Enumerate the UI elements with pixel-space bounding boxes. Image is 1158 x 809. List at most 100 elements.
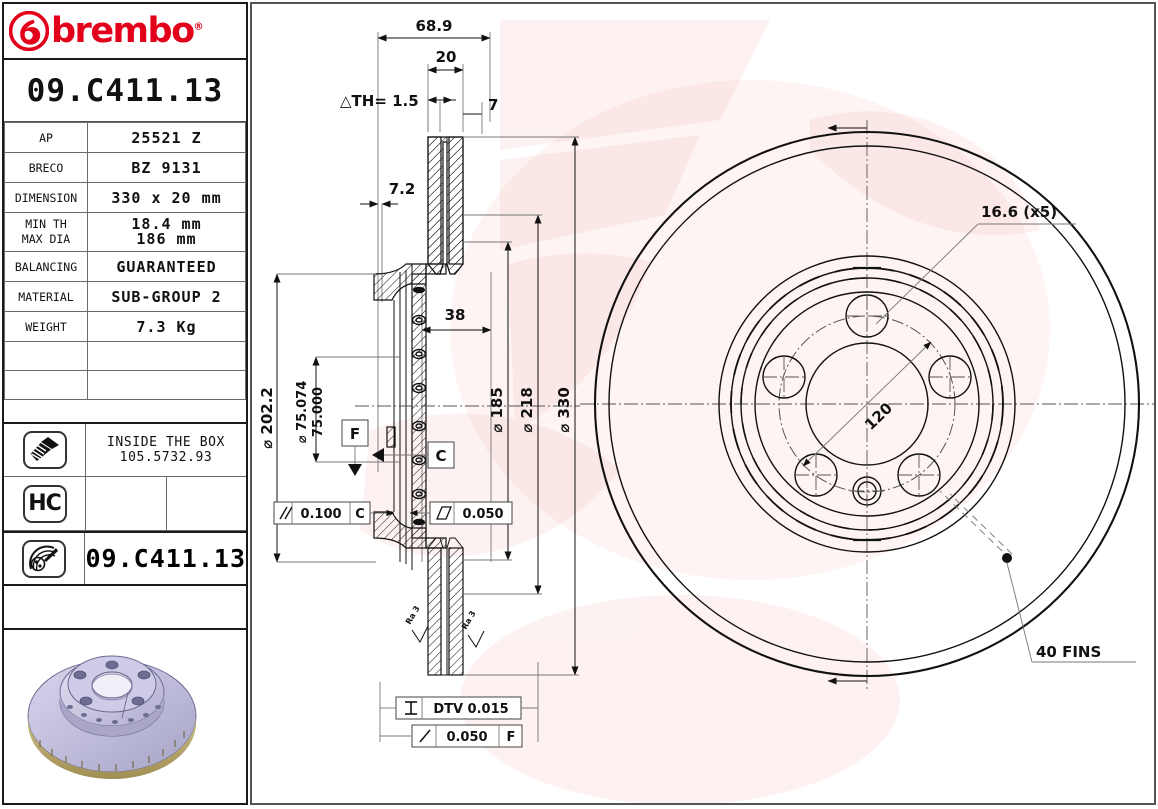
disc-outer-circle bbox=[593, 130, 1141, 678]
spec-value: GUARANTEED bbox=[87, 251, 246, 282]
screw-icon bbox=[22, 431, 67, 469]
hc-icon-cell: HC bbox=[4, 477, 86, 530]
spec-value: 25521 Z bbox=[87, 122, 246, 153]
dim-label: ⌀ 218 bbox=[518, 387, 536, 433]
tolerance-parallelism: 0.100 C bbox=[273, 501, 395, 525]
tolerance-value: DTV 0.015 bbox=[433, 702, 508, 717]
spec-value: 330 x 20 mm bbox=[87, 182, 246, 213]
dim-label: 68.9 bbox=[415, 17, 452, 35]
tolerance-datum: C bbox=[355, 507, 365, 522]
hc-row: HC bbox=[4, 477, 246, 531]
spec-key bbox=[4, 370, 88, 400]
surface-finish-label: Ra 3 bbox=[404, 604, 422, 626]
callout-label: 40 FINS bbox=[1036, 643, 1101, 661]
spec-key: MIN TH bbox=[25, 217, 67, 231]
dim-label: △TH= 1.5 bbox=[340, 92, 419, 110]
spec-key: BALANCING bbox=[4, 251, 88, 282]
bolt-hole bbox=[762, 355, 806, 399]
tolerance-datum: F bbox=[507, 730, 516, 745]
hat-outer-circle bbox=[718, 255, 1016, 553]
accessory-text-cell: INSIDE THE BOX 105.5732.93 bbox=[86, 424, 246, 476]
bolt-hole bbox=[794, 453, 838, 497]
dimension-disc-dia: ⌀ 330 bbox=[463, 136, 579, 676]
spec-value bbox=[87, 341, 246, 371]
hc-cell-a bbox=[86, 477, 167, 530]
hc-cell-b bbox=[167, 477, 247, 530]
datum-f: F bbox=[341, 419, 369, 476]
tolerance-runout: 0.050 F bbox=[380, 724, 523, 748]
spec-key: AP bbox=[4, 122, 88, 153]
rotation-arrows bbox=[827, 124, 867, 685]
disc-friction-outer bbox=[608, 145, 1126, 663]
drawing-panel-border bbox=[250, 2, 1156, 805]
section-view: 68.9 20 7 △TH= 1.5 bbox=[258, 17, 580, 748]
bolt-hole bbox=[928, 355, 972, 399]
table-row-material: MATERIAL SUB-GROUP 2 bbox=[4, 281, 246, 312]
disc-code-cell: 09.C411.13 bbox=[85, 533, 246, 584]
dim-label: ⌀ 75.074 bbox=[295, 381, 310, 444]
table-row-blank-2 bbox=[4, 370, 246, 400]
callout-label: 16.6 (x5) bbox=[981, 203, 1057, 221]
table-row-balancing: BALANCING GUARANTEED bbox=[4, 251, 246, 282]
tolerance-value: 0.100 bbox=[300, 507, 341, 522]
brand-name-text: brembo bbox=[51, 10, 195, 51]
spec-key-secondary: MAX DIA bbox=[21, 232, 71, 246]
registered-mark: ® bbox=[193, 20, 204, 32]
disc-code-value: 09.C411.13 bbox=[85, 544, 246, 573]
spec-value-pair: 18.4 mm 186 mm bbox=[87, 212, 246, 252]
table-row-ap: AP 25521 Z bbox=[4, 122, 246, 153]
brand-logo-cell: brembo® bbox=[4, 4, 246, 60]
spec-value: SUB-GROUP 2 bbox=[87, 281, 246, 312]
rotor-section-profile bbox=[373, 136, 464, 676]
dim-label: 7 bbox=[488, 96, 498, 114]
spec-value bbox=[87, 370, 246, 400]
disc-wear-icon-cell bbox=[4, 533, 86, 584]
face-view: 16.6 (x5) 120 40 FINS bbox=[580, 120, 1155, 692]
brembo-b-mark-icon bbox=[9, 11, 49, 51]
dimension-friction-dia: ⌀ 218 bbox=[463, 214, 542, 595]
dimension-outer-dia: ⌀ 202.2 bbox=[258, 273, 376, 563]
spec-value: 18.4 mm bbox=[131, 215, 202, 233]
spec-key bbox=[4, 341, 88, 371]
tolerance-dtv: DTV 0.015 bbox=[379, 662, 539, 742]
callout-bolt-hole-dia: 16.6 (x5) bbox=[875, 203, 1076, 325]
table-row-weight: WEIGHT 7.3 Kg bbox=[4, 311, 246, 342]
tolerance-value: 0.050 bbox=[462, 507, 503, 522]
spec-value: 7.3 Kg bbox=[87, 311, 246, 342]
part-number-value: 09.C411.13 bbox=[26, 72, 224, 109]
datum-label: C bbox=[435, 447, 446, 465]
spec-value-secondary: 186 mm bbox=[136, 230, 197, 248]
dimension-disc-thickness: 20 bbox=[427, 48, 464, 132]
hat-mid-circle-3 bbox=[754, 291, 980, 517]
dim-label: 20 bbox=[436, 48, 457, 66]
spec-key: WEIGHT bbox=[4, 311, 88, 342]
dim-label-lower: 75.000 bbox=[311, 387, 326, 437]
tolerance-flatness: 0.050 bbox=[409, 501, 513, 525]
brand-name: brembo® bbox=[51, 10, 204, 51]
spec-key: MATERIAL bbox=[4, 281, 88, 312]
dimension-cheek-thickness: 7 bbox=[463, 96, 498, 134]
technical-drawing: 68.9 20 7 △TH= 1.5 bbox=[258, 17, 1155, 748]
bolt-holes bbox=[762, 294, 972, 497]
info-panel: brembo® 09.C411.13 AP 25521 Z BRECO BZ 9… bbox=[2, 2, 248, 805]
table-row-blank-1 bbox=[4, 341, 246, 371]
tolerance-value: 0.050 bbox=[446, 730, 487, 745]
disc-code-row: 09.C411.13 bbox=[4, 531, 246, 586]
dim-label: 7.2 bbox=[389, 180, 416, 198]
dim-label: ⌀ 185 bbox=[488, 387, 506, 433]
screw-icon-cell bbox=[4, 424, 86, 476]
dimension-overall-width: 68.9 bbox=[377, 17, 491, 472]
brake-disc-wear-icon bbox=[22, 539, 67, 578]
datum-c: C bbox=[372, 441, 455, 469]
specification-table: AP 25521 Z BRECO BZ 9131 DIMENSION 330 x… bbox=[4, 122, 246, 400]
balance-holes bbox=[411, 286, 427, 526]
dimension-bore-dia: ⌀ 75.074 75.000 bbox=[295, 356, 400, 463]
dim-label: ⌀ 202.2 bbox=[258, 387, 276, 449]
callout-fin-count: 40 FINS bbox=[939, 490, 1136, 663]
spec-key: DIMENSION bbox=[4, 182, 88, 213]
accessory-row: INSIDE THE BOX 105.5732.93 bbox=[4, 422, 246, 477]
dim-label: ⌀ 330 bbox=[555, 387, 573, 433]
spec-key-pair: MIN TH MAX DIA bbox=[4, 212, 88, 252]
dimension-thickness-variation: △TH= 1.5 bbox=[340, 92, 456, 132]
